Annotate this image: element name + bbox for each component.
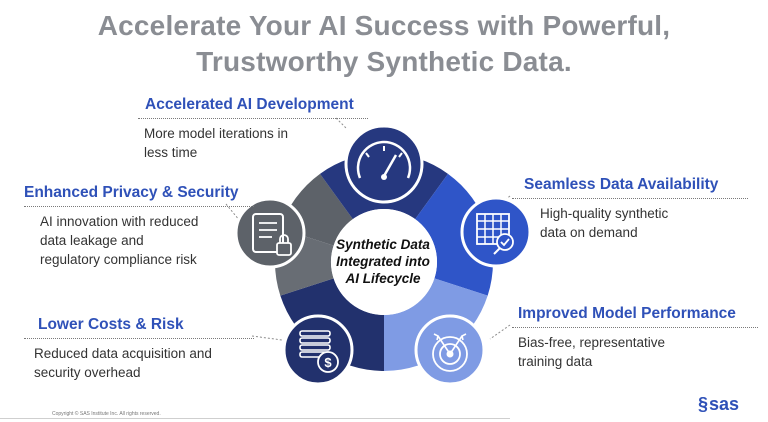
leader-line-lower-costs (251, 335, 283, 341)
feature-description-line: data leakage and (40, 233, 144, 248)
feature-accelerated-ai-development: Accelerated AI Development More model it… (138, 96, 368, 162)
center-label-line-3: AI Lifecycle (345, 271, 421, 286)
feature-heading: Improved Model Performance (518, 305, 736, 322)
document-lock-icon (234, 197, 306, 269)
feature-description: Reduced data acquisition and security ov… (34, 344, 254, 382)
feature-description-line: Reduced data acquisition and (34, 346, 212, 361)
sas-logo: §sas (698, 394, 739, 415)
footer-divider (0, 418, 510, 419)
dotted-divider (512, 327, 758, 328)
center-label-line-2: Integrated into (336, 254, 430, 269)
dotted-divider (24, 338, 254, 339)
ring-segment-blue (415, 173, 493, 296)
center-label-line-1: Synthetic Data (336, 237, 430, 252)
feature-lower-costs-risk: Lower Costs & Risk Reduced data acquisit… (24, 316, 254, 382)
ring-center-hub (331, 209, 437, 315)
dotted-divider (24, 206, 254, 207)
coins-dollar-icon: $ (282, 314, 354, 386)
feature-description-line: More model iterations in (144, 126, 289, 141)
feature-description-line: training data (518, 354, 593, 369)
spreadsheet-check-icon (460, 196, 532, 268)
feature-heading: Accelerated AI Development (145, 96, 354, 113)
slide-title: Accelerate Your AI Success with Powerful… (0, 8, 768, 80)
center-label: Synthetic Data Integrated into AI Lifecy… (318, 236, 448, 287)
feature-improved-model-performance: Improved Model Performance Bias-free, re… (512, 305, 758, 371)
dotted-divider (138, 118, 368, 119)
feature-enhanced-privacy-security: Enhanced Privacy & Security AI innovatio… (24, 184, 254, 269)
feature-heading: Seamless Data Availability (524, 176, 719, 193)
title-line-1: Accelerate Your AI Success with Powerful… (97, 10, 671, 41)
feature-description-line: less time (144, 145, 198, 160)
feature-heading: Enhanced Privacy & Security (24, 184, 239, 201)
feature-seamless-data-availability: Seamless Data Availability High-quality … (512, 176, 748, 242)
gauge-icon (344, 124, 424, 204)
copyright-notice: Copyright © SAS Institute Inc. All right… (52, 411, 161, 417)
feature-description-line: AI innovation with reduced (40, 214, 199, 229)
feature-description-line: Bias-free, representative (518, 335, 666, 350)
target-icon (414, 314, 486, 386)
title-line-2: Trustworthy Synthetic Data. (196, 46, 572, 77)
feature-description: High-quality synthetic data on demand (540, 204, 748, 242)
leader-line-model-performance (489, 324, 511, 340)
feature-description-line: security overhead (34, 365, 141, 380)
sas-logo-text: sas (709, 394, 740, 414)
sas-swirl-icon: § (698, 394, 709, 414)
feature-heading: Lower Costs & Risk (38, 316, 184, 333)
feature-description: More model iterations in less time (144, 124, 368, 162)
feature-description-line: regulatory compliance risk (40, 252, 197, 267)
feature-description: Bias-free, representative training data (518, 333, 758, 371)
svg-text:$: $ (324, 355, 332, 370)
feature-description: AI innovation with reduced data leakage … (40, 212, 254, 269)
feature-description-line: data on demand (540, 225, 638, 240)
dotted-divider (512, 198, 748, 199)
feature-description-line: High-quality synthetic (540, 206, 669, 221)
